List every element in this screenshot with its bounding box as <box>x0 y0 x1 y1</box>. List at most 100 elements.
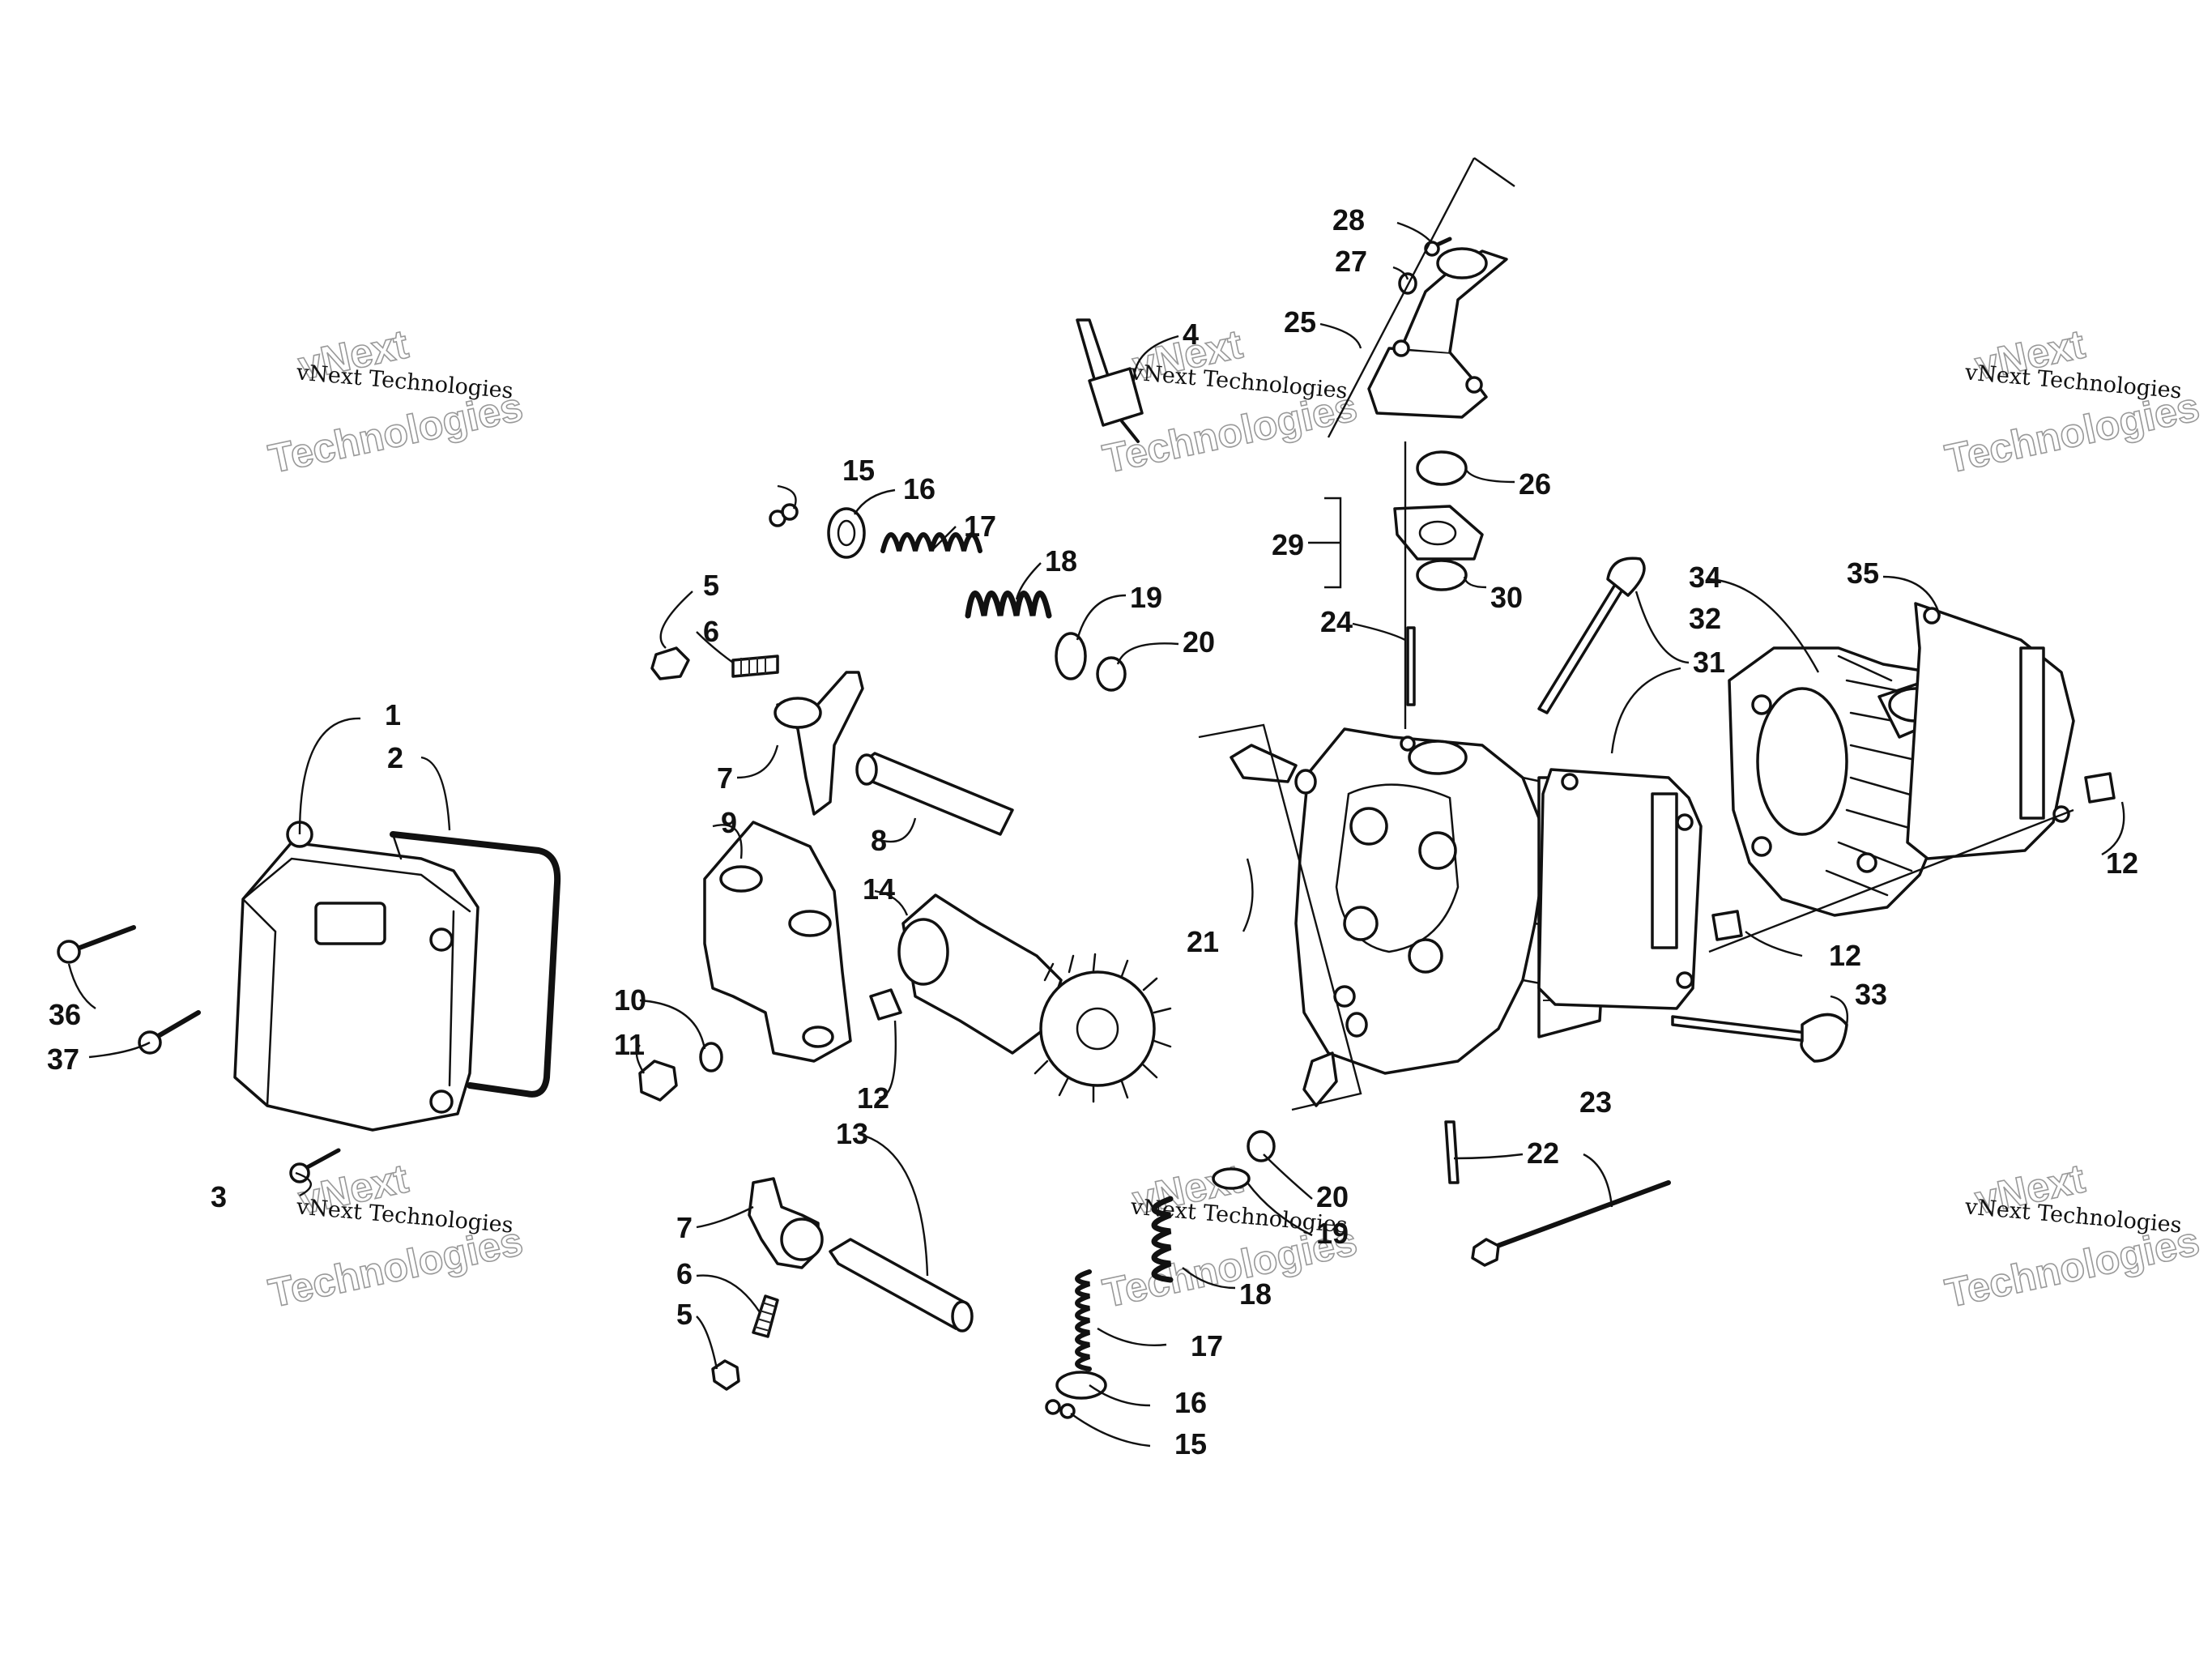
rocker-holder-part <box>703 821 852 1063</box>
cylinder-head-gasket-part <box>1537 768 1703 1010</box>
callout-c35: 35 <box>1847 556 1879 590</box>
callout-c7a: 7 <box>717 761 733 795</box>
bolt-36-part <box>57 925 136 964</box>
callout-c2: 2 <box>387 741 403 774</box>
callout-c14: 14 <box>863 872 895 906</box>
stud-6a-part <box>731 655 779 678</box>
axis-line-cylinder <box>1708 808 2074 953</box>
inner-spring-lower-part <box>1075 1269 1092 1371</box>
callout-c33: 33 <box>1855 978 1887 1011</box>
stud-6b-part <box>752 1294 779 1338</box>
callout-c21: 21 <box>1187 925 1219 958</box>
bracket-21 <box>1198 723 1362 1111</box>
nut-5a-part <box>650 646 690 680</box>
o-ring-30-part <box>1416 559 1468 591</box>
callout-c6b: 6 <box>676 1257 693 1290</box>
callout-c34: 34 <box>1689 561 1721 594</box>
head-fitting-lower-part <box>1302 1012 1368 1107</box>
callout-c10: 10 <box>614 983 646 1017</box>
callout-c26: 26 <box>1519 467 1551 501</box>
callout-c18a: 18 <box>1045 544 1077 578</box>
callout-c19b: 19 <box>1316 1217 1349 1250</box>
dowel-pin-12b-part <box>2084 772 2116 804</box>
stud-24-part <box>1406 626 1416 706</box>
stud-23-part <box>1444 1120 1460 1184</box>
callout-c17b: 17 <box>1191 1329 1223 1362</box>
callout-c30: 30 <box>1490 581 1523 614</box>
cylinder-base-gasket-part <box>1906 602 2075 860</box>
valve-keeper-upper-part <box>769 503 799 527</box>
callout-c8: 8 <box>871 824 887 857</box>
washer-10-part <box>699 1042 723 1072</box>
callout-c22: 22 <box>1527 1136 1559 1170</box>
valve-seal-lower-part <box>1247 1130 1276 1162</box>
rocker-arm-upper-part <box>774 671 864 816</box>
outer-spring-lower-part <box>1151 1196 1174 1283</box>
head-fitting-upper-part <box>1230 744 1317 795</box>
callout-c12a: 12 <box>857 1081 889 1115</box>
callout-c17a: 17 <box>964 510 996 543</box>
callout-c23: 23 <box>1579 1085 1612 1119</box>
parts <box>57 237 2116 1419</box>
callout-c7b: 7 <box>676 1211 693 1244</box>
rocker-arm-lower-part <box>748 1177 824 1269</box>
callout-c16a: 16 <box>903 472 936 505</box>
callout-c6a: 6 <box>703 615 719 648</box>
callout-c24: 24 <box>1320 605 1353 638</box>
callout-c29: 29 <box>1272 528 1304 561</box>
callout-c19a: 19 <box>1130 581 1162 614</box>
callout-c3: 3 <box>211 1180 227 1213</box>
callout-c37: 37 <box>47 1043 79 1076</box>
callout-c12c: 12 <box>1829 939 1861 972</box>
callout-c18b: 18 <box>1239 1277 1272 1311</box>
callout-c32: 32 <box>1689 602 1721 635</box>
callout-labels: 1234556677891011121212131415151616171718… <box>47 203 2138 1460</box>
dowel-pin-12c-part <box>1711 910 1743 941</box>
callout-c20a: 20 <box>1183 625 1215 659</box>
bracket-29 <box>1308 497 1342 589</box>
callout-c5b: 5 <box>676 1298 693 1331</box>
valve-cover-gasket-part <box>390 831 561 1098</box>
o-ring-26-part <box>1416 450 1468 486</box>
callout-c25: 25 <box>1284 305 1316 339</box>
callout-c1: 1 <box>385 698 401 731</box>
callout-c31: 31 <box>1693 646 1725 679</box>
callout-c9: 9 <box>721 806 737 839</box>
insulator-29-part <box>1393 505 1484 561</box>
callout-c4: 4 <box>1183 318 1199 351</box>
nut-5b-part <box>711 1359 740 1391</box>
rocker-shaft-lower-part <box>829 1238 974 1333</box>
intake-valve-part <box>1671 1013 1848 1063</box>
bracket-25 <box>1327 157 1515 438</box>
valve-cover-part <box>233 821 479 1132</box>
callout-c5a: 5 <box>703 569 719 602</box>
long-bolt-22-part <box>1471 1180 1671 1267</box>
callout-c36: 36 <box>49 998 81 1031</box>
valve-seal-upper-part <box>1096 656 1127 692</box>
callout-c15b: 15 <box>1174 1427 1207 1460</box>
callout-c15a: 15 <box>842 454 875 487</box>
camshaft-part <box>897 893 1172 1103</box>
dowel-pin-12a-part <box>869 988 902 1021</box>
outer-spring-upper-part <box>965 591 1052 619</box>
exhaust-valve-part <box>1537 556 1646 714</box>
intake-manifold-part <box>1367 247 1508 419</box>
callout-c27: 27 <box>1335 245 1367 278</box>
nut-11-part <box>638 1060 678 1102</box>
callout-c28: 28 <box>1332 203 1365 237</box>
spring-seat-lower-part <box>1212 1167 1251 1190</box>
rocker-shaft-part <box>855 752 1014 836</box>
callout-c12b: 12 <box>2106 846 2138 880</box>
spring-retainer-upper-part <box>827 507 866 559</box>
callout-c13: 13 <box>836 1117 868 1150</box>
spring-retainer-lower-part <box>1055 1371 1107 1400</box>
callout-c20b: 20 <box>1316 1180 1349 1213</box>
bolt-37-part <box>138 1010 201 1055</box>
callout-c16b: 16 <box>1174 1386 1207 1419</box>
valve-keeper-lower-part <box>1045 1399 1076 1419</box>
spark-plug-part <box>1076 318 1144 443</box>
leader-lines <box>67 157 2125 1448</box>
callout-c11: 11 <box>614 1028 645 1061</box>
